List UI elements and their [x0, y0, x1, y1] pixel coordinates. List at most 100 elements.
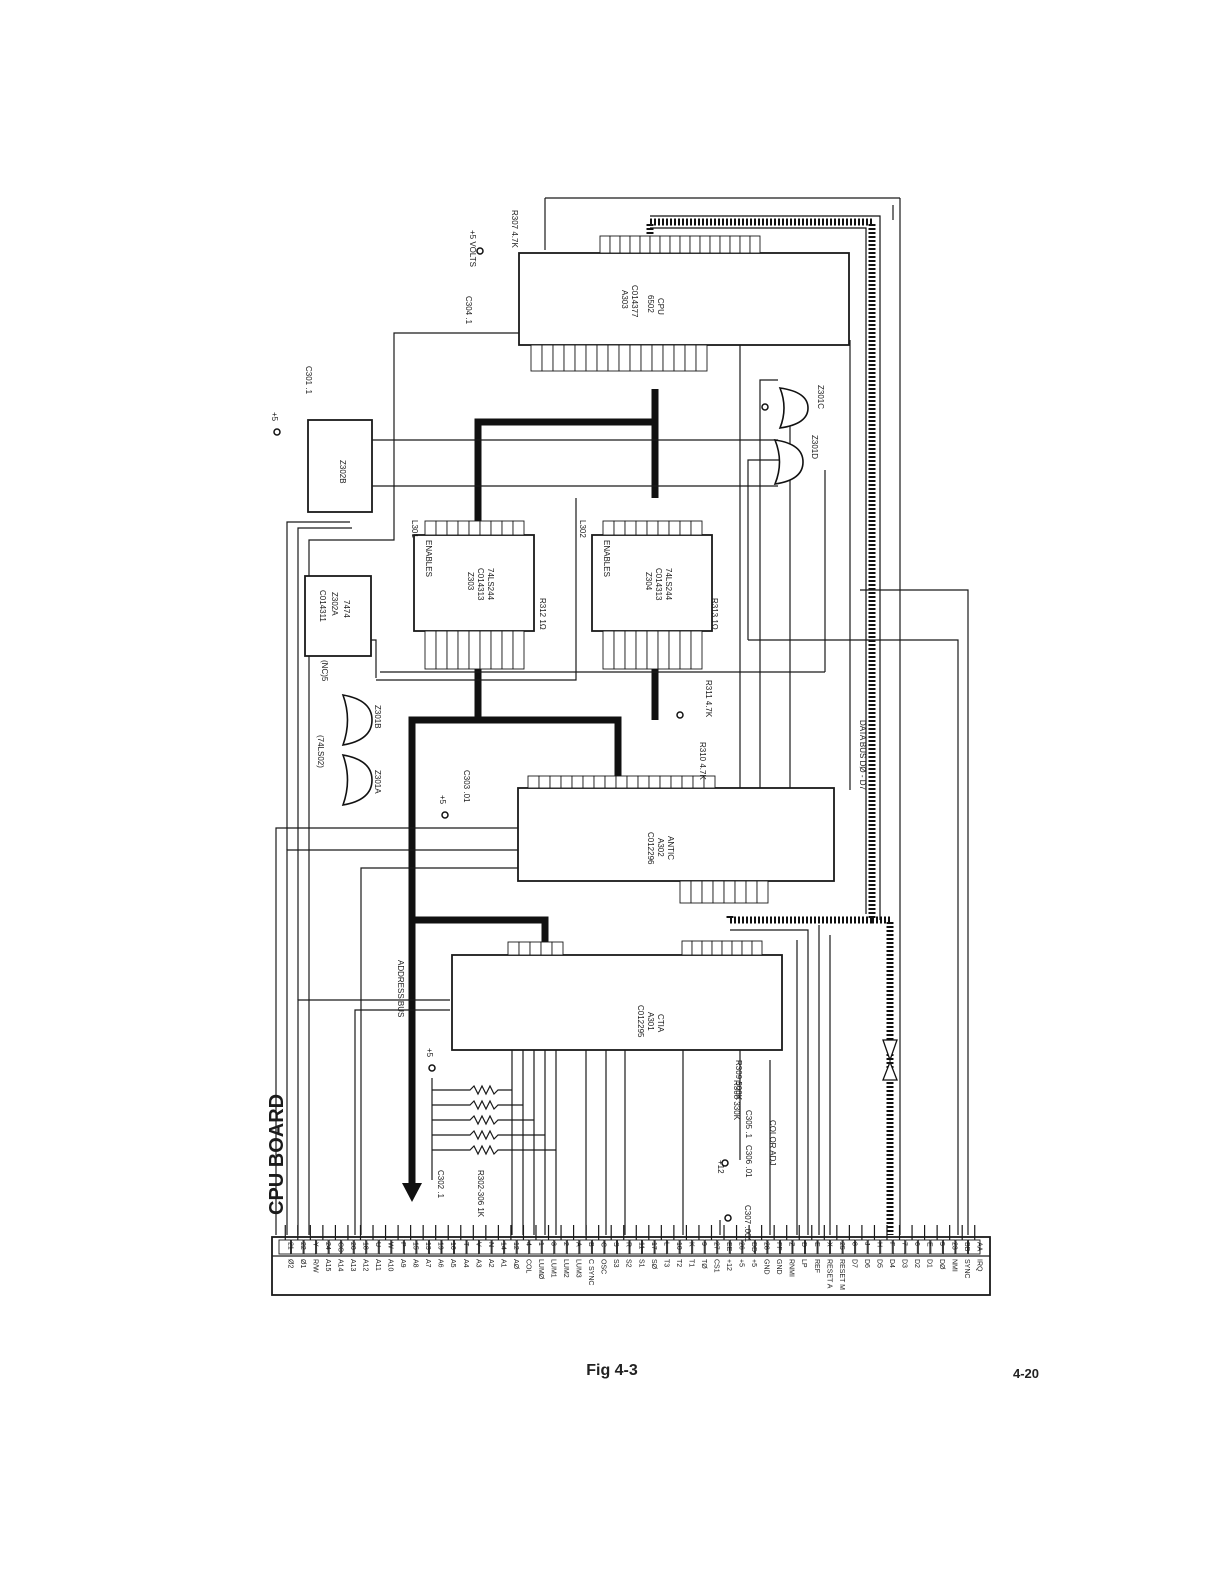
chip-pin	[729, 235, 741, 254]
connector-signal-label: D5	[875, 1259, 882, 1268]
connector-pin-id: A	[575, 1242, 582, 1247]
chip-pin	[721, 940, 733, 956]
connector-pin-id: CC	[336, 1242, 343, 1252]
chip-pin	[648, 775, 661, 789]
connector-pin-id: 11	[637, 1242, 644, 1249]
chip-pin	[709, 235, 721, 254]
chip-pin	[468, 520, 481, 536]
chip-pin	[585, 344, 598, 372]
chip-pin	[435, 630, 448, 670]
antic-label-2: ANTIC	[666, 836, 675, 860]
z303-enables: ENABLES	[424, 540, 433, 577]
connector-pin-id: V	[474, 1242, 481, 1247]
supply-plus5-b: +5	[438, 795, 447, 805]
resistor-ladder	[431, 1050, 771, 1235]
connector-pin-id: 24	[324, 1242, 331, 1250]
chip-pin	[668, 630, 681, 670]
connector-pin-id: 18	[361, 1242, 368, 1250]
chip-pin	[673, 344, 686, 372]
connector-signal-label: LUM3	[575, 1259, 582, 1278]
chip-pin	[670, 775, 683, 789]
chip-pin	[615, 775, 628, 789]
chip-pin	[679, 520, 692, 536]
connector-pin-id: 4	[524, 1242, 531, 1246]
z303-label-2: 74LS244	[486, 568, 495, 601]
chip-pin	[549, 775, 562, 789]
connector-pin-id: FF	[775, 1242, 782, 1251]
chip-pin	[560, 775, 573, 789]
chip-pin	[490, 520, 503, 536]
cpu-label-2: 6502	[646, 295, 655, 313]
chip-pin	[690, 630, 703, 670]
chip-pin	[501, 630, 514, 670]
chip-pin	[695, 344, 708, 372]
chip-pin	[424, 630, 437, 670]
supply-markers	[273, 247, 769, 1222]
chip-pin	[659, 775, 672, 789]
connector-signal-label: A13	[349, 1259, 356, 1272]
connector-signal-label: TØ	[700, 1259, 707, 1269]
connector-signal-label: LUM2	[562, 1259, 569, 1278]
connector-signal-label: A5	[449, 1259, 456, 1268]
connector-pin-id: R	[625, 1242, 632, 1247]
chip-pin	[659, 235, 671, 254]
chip-pin	[723, 880, 736, 904]
connector-signal-label: S1	[637, 1259, 644, 1268]
connector-signal-label: C SYNC	[587, 1259, 594, 1285]
label-c303: C303 .01	[462, 770, 471, 803]
nor-gates	[341, 387, 809, 807]
data-bus	[646, 215, 894, 1235]
supply-plus12: +12	[716, 1160, 725, 1174]
connector-pin-id: AA	[976, 1242, 983, 1252]
connector-pin-id: 20	[349, 1242, 356, 1250]
connector-pin-id: 16	[449, 1242, 456, 1250]
chip-pin	[593, 775, 606, 789]
connector-signal-label: +5	[750, 1259, 757, 1267]
connector-signal-label: A3	[474, 1259, 481, 1268]
chip-pin	[657, 630, 670, 670]
chip-pin	[624, 630, 637, 670]
chip-pin	[679, 235, 691, 254]
connector-pin-id: D	[800, 1242, 807, 1247]
connector-signal-label: A1	[499, 1259, 506, 1268]
connector-signal-label: D2	[913, 1259, 920, 1268]
chip-pin	[640, 344, 653, 372]
connector-pin-id: 6	[913, 1242, 920, 1246]
chip-pin	[527, 775, 540, 789]
chip-pin	[703, 775, 716, 789]
chip-pin	[501, 520, 514, 536]
chip-pin	[635, 520, 648, 536]
connector-signal-label: A10	[387, 1259, 394, 1272]
connector-pin-id: DD	[750, 1242, 757, 1252]
connector-pin-id: E	[813, 1242, 820, 1247]
connector-pin-id: N	[487, 1242, 494, 1247]
chip-pin	[596, 344, 609, 372]
connector-signal-label: Ø1	[299, 1259, 306, 1268]
connector-pin-id: 23	[951, 1242, 958, 1250]
label-color-adj: COLOR ADJ	[768, 1120, 777, 1165]
connector-pin-id: 13	[424, 1242, 431, 1250]
z302b-flipflop: Z302B	[307, 419, 373, 513]
label-r308: R308 330K	[732, 1080, 741, 1121]
connector-pin-id: 5	[938, 1242, 945, 1246]
chip-pin	[490, 630, 503, 670]
connector-pin-id: 10	[675, 1242, 682, 1250]
chip-pin	[701, 940, 713, 956]
chip-pin	[699, 235, 711, 254]
connector-pin-id: 1	[537, 1242, 544, 1246]
chip-pin	[751, 940, 763, 956]
connector-signal-label: A2	[487, 1259, 494, 1268]
chip-pin	[507, 941, 520, 956]
connector-signal-label: GND	[775, 1259, 782, 1275]
chip-pin	[563, 344, 576, 372]
label-r311: R311 4.7K	[704, 680, 713, 718]
data-bus-arrows	[882, 1039, 898, 1081]
chip-pin	[446, 520, 459, 536]
chip-pin	[684, 344, 697, 372]
chip-pin	[582, 775, 595, 789]
gate-74ls02: (74LS02)	[316, 735, 325, 768]
connector-pin-id: 19	[437, 1242, 444, 1250]
z304-label-0: Z304	[644, 572, 653, 591]
z304-label-2: 74LS244	[664, 568, 673, 601]
chip-pin	[424, 520, 437, 536]
